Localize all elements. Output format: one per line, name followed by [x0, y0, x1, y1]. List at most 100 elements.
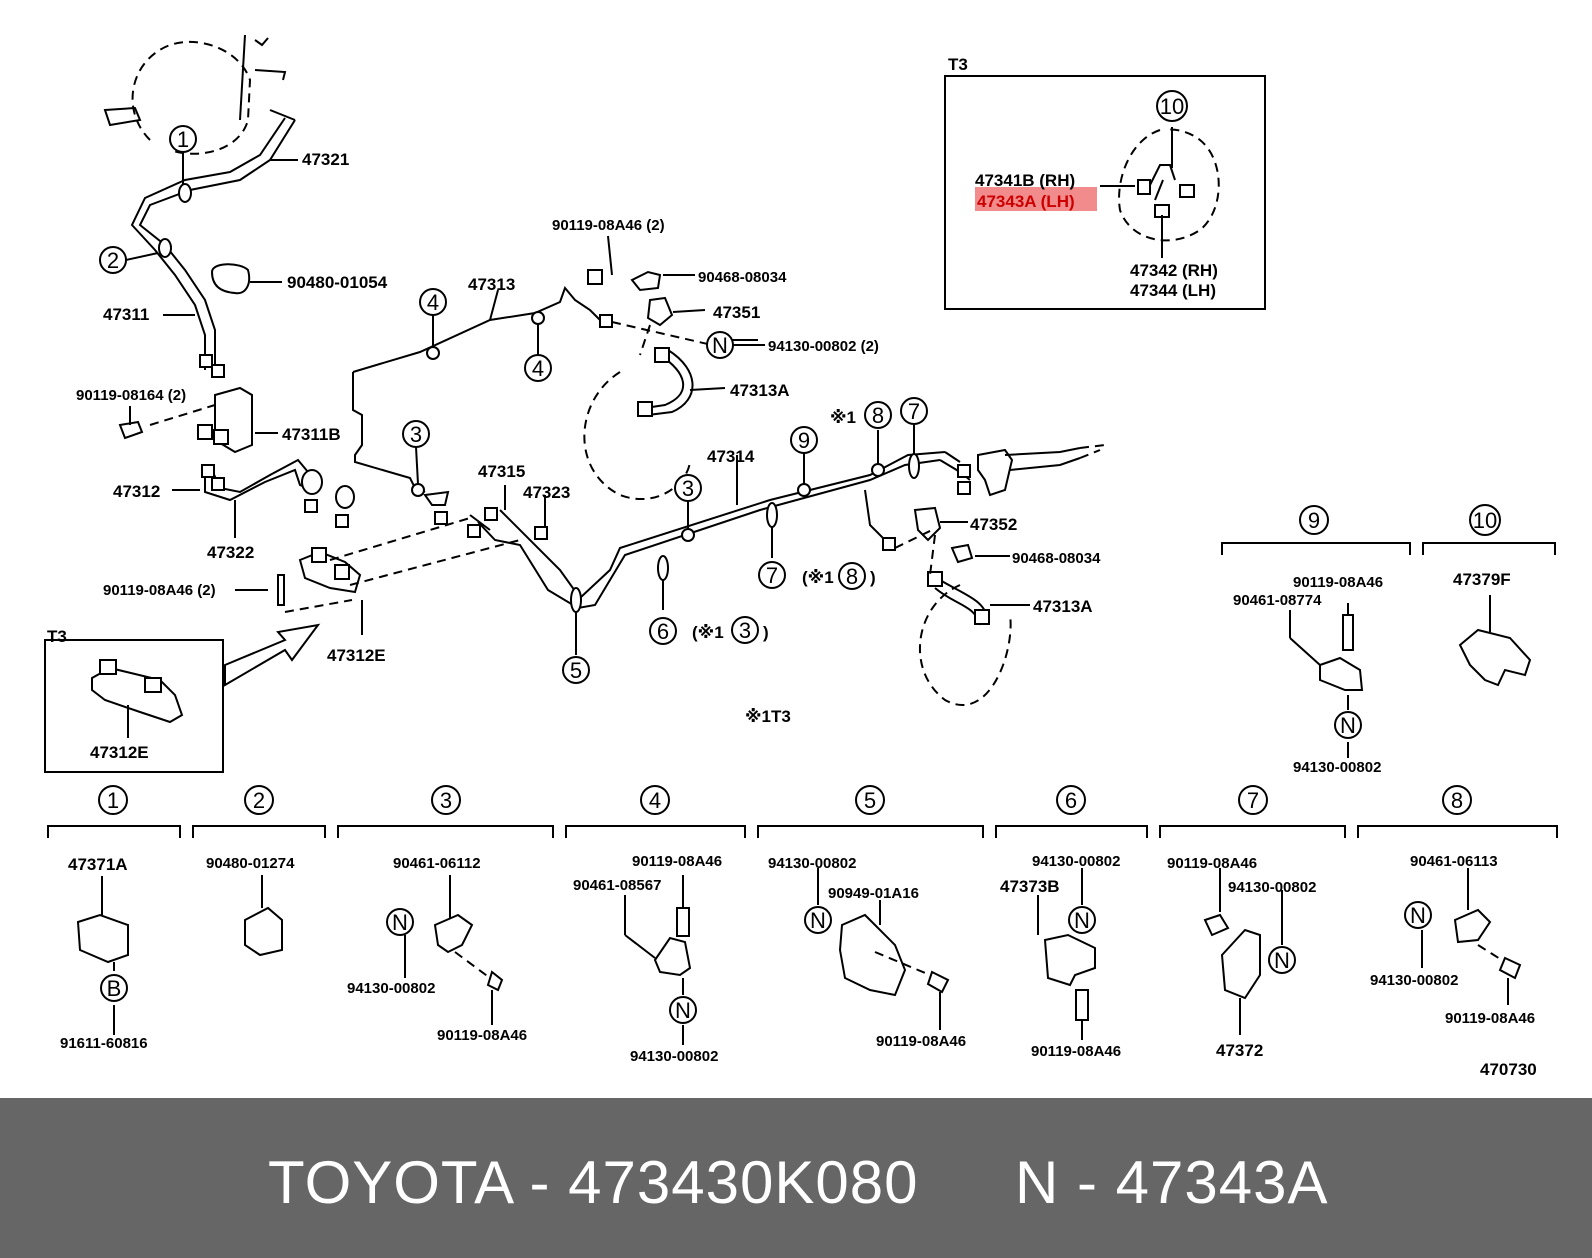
callout-2: 2 [99, 246, 127, 274]
d8-label-b: 94130-00802 [1370, 972, 1458, 989]
d5-label-a: 94130-00802 [768, 855, 856, 872]
svg-text:4: 4 [649, 788, 661, 813]
svg-text:3: 3 [440, 788, 452, 813]
bracket-47352 [913, 506, 942, 542]
detail-4-header: 4 [640, 785, 670, 815]
part-90480-01054 [210, 263, 251, 295]
label-47311b: 47311B [282, 425, 341, 444]
master-cylinder-outline [103, 34, 296, 155]
detail-6-header: 6 [1056, 785, 1086, 815]
svg-text:2: 2 [107, 248, 119, 273]
label-47351: 47351 [713, 303, 760, 322]
svg-text:10: 10 [1160, 94, 1184, 119]
valve-47312e [298, 550, 362, 594]
label-47321: 47321 [302, 150, 349, 169]
detail-9-part [1319, 656, 1364, 691]
svg-text:5: 5 [570, 658, 582, 683]
label-47313a-b: 47313A [1033, 597, 1093, 616]
callout-1: 1 [169, 125, 197, 153]
detail-4-n-circle: N [669, 996, 697, 1024]
note-6-3-circle: 3 [731, 616, 759, 644]
nut [211, 364, 225, 378]
detail-3-part [433, 913, 474, 954]
detail-4-part [653, 936, 692, 977]
svg-text:10: 10 [1473, 508, 1497, 533]
label-90468-08034-b: 90468-08034 [1012, 550, 1101, 567]
callout-9a: 9 [790, 426, 818, 454]
label-47322: 47322 [207, 543, 254, 562]
label-47342: 47342 (RH) [1130, 261, 1218, 280]
svg-text:9: 9 [1308, 508, 1320, 533]
bolt [277, 574, 285, 606]
svg-text:7: 7 [908, 399, 920, 424]
clip-90468-08034 [950, 543, 974, 564]
label-47313a-a: 47313A [730, 381, 790, 400]
d6-label-a: 94130-00802 [1032, 853, 1120, 870]
note-7-8-circle: 8 [838, 562, 866, 590]
svg-text:6: 6 [1065, 788, 1077, 813]
detail-10-part [1458, 628, 1532, 687]
t3-bottom-title: T3 [47, 627, 67, 646]
callout-6: 6 [649, 617, 677, 645]
caption-bar [0, 1098, 1592, 1258]
highlight-47343a [975, 187, 1097, 211]
d8-label-a: 90461-06113 [1410, 853, 1498, 870]
svg-text:N: N [1274, 948, 1290, 973]
t3-inset-bottom [44, 639, 224, 773]
detail-9-header: 9 [1299, 505, 1329, 535]
label-47314: 47314 [707, 447, 755, 466]
part-number-caption: TOYOTA - 473430K080 [268, 1149, 919, 1216]
callout-3a: 3 [402, 420, 430, 448]
d9-label-90119-08a46: 90119-08A46 [1293, 574, 1383, 591]
detail-8-n-circle: N [1404, 901, 1432, 929]
svg-text:N: N [810, 908, 826, 933]
note-1: ※1 [830, 408, 856, 427]
svg-text:1: 1 [177, 127, 189, 152]
d4-label-a: 90119-08A46 [632, 853, 722, 870]
detail-2-part [244, 906, 283, 957]
label-47312e-inset: 47312E [90, 743, 149, 762]
label-47315: 47315 [478, 462, 525, 481]
d4-label-b: 90461-08567 [573, 877, 661, 894]
d2-label-a: 90480-01274 [206, 855, 295, 872]
label-47312e: 47312E [327, 646, 386, 665]
label-47344: 47344 (LH) [1130, 281, 1216, 300]
detail-1-header: 1 [98, 785, 128, 815]
detail-3-header: 3 [431, 785, 461, 815]
d3-label-b: 94130-00802 [347, 980, 435, 997]
label-47312: 47312 [113, 482, 160, 501]
detail-7-header: 7 [1238, 785, 1268, 815]
detail-8-header: 8 [1442, 785, 1472, 815]
clamp-1 [178, 183, 192, 203]
clip-90468-08034 [630, 270, 662, 292]
d9-label-94130-00802: 94130-00802 [1293, 759, 1381, 776]
d4-label-c: 94130-00802 [630, 1048, 718, 1065]
callout-7a: 7 [758, 561, 786, 589]
note-7-8-post: ) [870, 568, 876, 587]
n-circle-main: N [706, 331, 734, 359]
d6-label-c: 90119-08A46 [1031, 1043, 1121, 1060]
label-47323: 47323 [523, 483, 570, 502]
detail-8-part [1453, 908, 1492, 944]
svg-text:7: 7 [1247, 788, 1259, 813]
svg-text:3: 3 [739, 618, 751, 643]
label-94130-00802-2: 94130-00802 (2) [768, 338, 879, 355]
callout-4a: 4 [419, 288, 447, 316]
detail-6-part [1043, 933, 1096, 987]
label-47352: 47352 [970, 515, 1017, 534]
detail-row-brackets [47, 825, 1558, 838]
detail-9-bracket-line [1221, 542, 1411, 555]
label-90468-08034-a: 90468-08034 [698, 269, 787, 286]
label-47343a: 47343A (LH) [977, 192, 1075, 211]
detail-10-bracket-line [1422, 542, 1556, 555]
d1-label-b: 91611-60816 [60, 1035, 148, 1052]
pipe-47311 [138, 119, 296, 370]
svg-text:7: 7 [766, 563, 778, 588]
detail-9-n-circle: N [1334, 711, 1362, 739]
parts-diagram: 1 2 4 4 3 3 5 6 7 9 8 [44, 34, 1558, 1079]
arrow-pointer [224, 623, 321, 687]
d7-label-b: 94130-00802 [1228, 879, 1316, 896]
d6-label-b: 47373B [1000, 877, 1060, 896]
label-47313: 47313 [468, 275, 515, 294]
diagram-svg: 1 2 4 4 3 3 5 6 7 9 8 [44, 34, 1558, 1079]
